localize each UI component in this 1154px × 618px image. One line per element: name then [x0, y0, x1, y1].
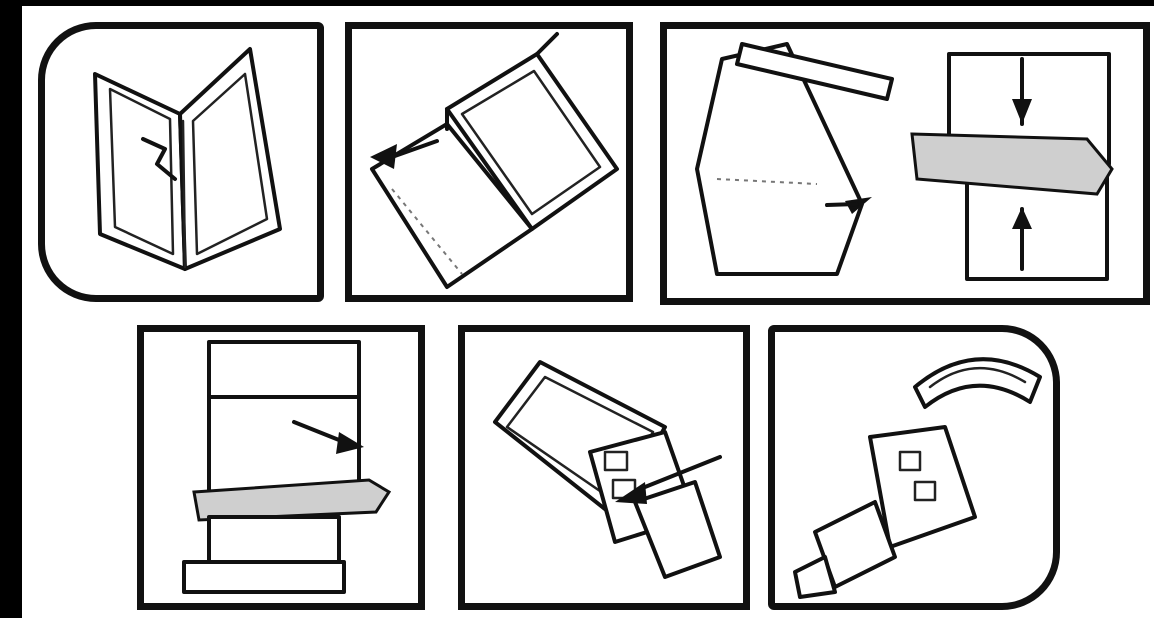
step-6-panel — [768, 325, 1060, 610]
step-1-panel — [38, 22, 324, 302]
left-border-band — [0, 0, 22, 618]
device-with-gauge-icon — [793, 357, 1042, 599]
open-folder-icon — [93, 47, 282, 271]
unfold-card-arrow-icon — [370, 32, 619, 289]
top-border-band — [0, 0, 1154, 6]
insert-card-arrow-icon — [493, 360, 722, 579]
step-2-panel — [345, 22, 633, 302]
attach-clip-and-press-icon — [695, 42, 1114, 281]
step-4-panel — [137, 325, 425, 610]
step-5-panel — [458, 325, 750, 610]
slide-in-card-icon — [182, 340, 392, 594]
step-3-panel — [660, 22, 1150, 305]
